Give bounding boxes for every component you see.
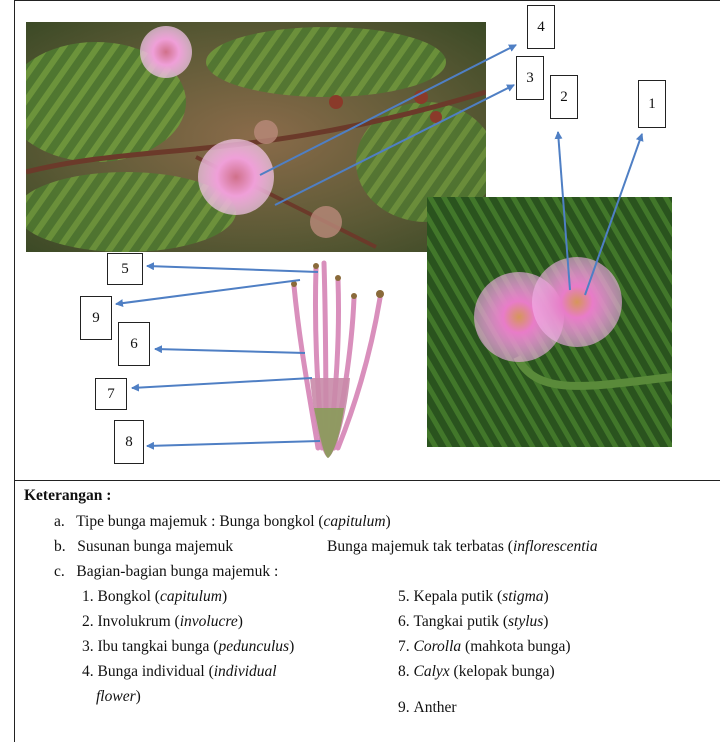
- part-5: 5. Kepala putik (stigma): [398, 588, 549, 605]
- part-8: 8. Calyx (kelopak bunga): [398, 663, 555, 680]
- part-4-continued: flower): [96, 688, 141, 705]
- label-5: 5: [107, 253, 143, 285]
- legend-item-b: b. Susunan bunga majemuk: [54, 535, 233, 559]
- marker-c: c.: [54, 563, 65, 580]
- item-a-close: ): [385, 513, 391, 530]
- label-8: 8: [114, 420, 144, 464]
- figure-frame: [14, 0, 720, 742]
- part-3: 3. Ibu tangkai bunga (pedunculus): [82, 638, 295, 655]
- marker-a: a.: [54, 513, 65, 530]
- legend-item-a: a. Tipe bunga majemuk : Bunga bongkol (c…: [54, 510, 391, 534]
- item-c-text: Bagian-bagian bunga majemuk :: [76, 563, 279, 580]
- part-4: 4. Bunga individual (individual: [82, 663, 277, 680]
- legend-item-b-value: Bunga majemuk tak terbatas (inflorescent…: [327, 535, 598, 559]
- individual-flower-illustration: [291, 260, 384, 458]
- label-6: 6: [118, 322, 150, 366]
- item-b-text: Susunan bunga majemuk: [77, 538, 234, 555]
- item-b-value: Bunga majemuk tak terbatas (: [327, 538, 513, 555]
- label-1: 1: [638, 80, 666, 128]
- label-2: 2: [550, 75, 578, 119]
- flower-heads-photo: [427, 197, 672, 447]
- legend-title: Keterangan :: [24, 487, 112, 504]
- item-b-italic: inflorescentia: [512, 538, 598, 555]
- legend-item-c: c. Bagian-bagian bunga majemuk :: [54, 560, 278, 584]
- mimosa-branch-photo: [26, 22, 486, 252]
- part-1: 1. Bongkol (capitulum): [82, 588, 228, 605]
- label-7: 7: [95, 378, 127, 410]
- label-4: 4: [527, 5, 555, 49]
- part-2: 2. Involukrum (involucre): [82, 613, 243, 630]
- item-a-text: Tipe bunga majemuk : Bunga bongkol (: [76, 513, 324, 530]
- section-divider: [14, 480, 720, 481]
- part-9: 9. Anther: [398, 699, 457, 716]
- part-7: 7. Corolla (mahkota bunga): [398, 638, 571, 655]
- part-6: 6. Tangkai putik (stylus): [398, 613, 549, 630]
- label-3: 3: [516, 56, 544, 100]
- label-9: 9: [80, 296, 112, 340]
- item-a-italic: capitulum: [323, 513, 386, 530]
- marker-b: b.: [54, 538, 66, 555]
